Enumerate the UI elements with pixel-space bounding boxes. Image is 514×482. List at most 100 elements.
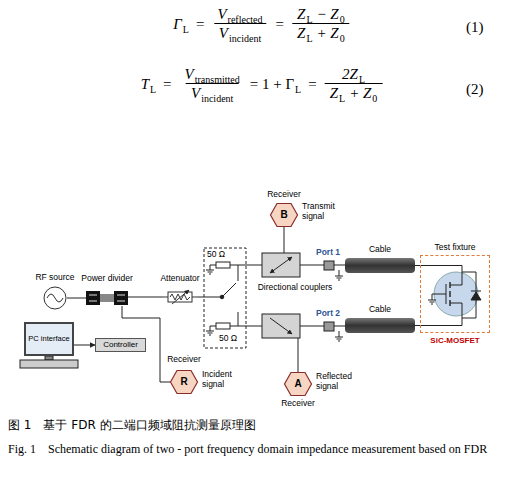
node-text: A (284, 372, 312, 396)
equation-term: L (150, 84, 156, 95)
switch-box (204, 248, 246, 348)
equation-term: V (185, 66, 194, 83)
equation-term: = (196, 16, 204, 33)
equation-term: = (163, 76, 171, 93)
equation-term: T (141, 76, 149, 93)
equation-term: 2Z (342, 66, 358, 83)
node-label: Receiver (167, 355, 201, 365)
diode-symbol (471, 292, 481, 300)
equation: ΓL=VreflectedVincident=ZL− Z0ZL+ Z0 (171, 6, 352, 42)
node-shape (43, 286, 67, 310)
symbol: TL (141, 76, 156, 93)
symbol: − Z0 (316, 6, 344, 23)
node-label: PC interface (26, 324, 72, 354)
node-label: Receiver (267, 190, 301, 200)
node-label: Cable (369, 305, 391, 315)
node-shape (163, 289, 197, 305)
gate-symbol (432, 284, 446, 304)
wire (197, 297, 222, 298)
pc-keyboard (20, 360, 78, 368)
equation-term: + Z (316, 25, 338, 42)
equation-term: − Z (316, 6, 338, 23)
channel-symbol (449, 282, 450, 306)
port-connector (324, 322, 334, 331)
coupler-arrow (270, 257, 292, 273)
coupler-arrow (270, 257, 292, 273)
equation-term: = 1 + Γ (250, 76, 294, 93)
symbol: ZL (297, 6, 312, 23)
coupler-arrow (270, 318, 292, 334)
port-label: Port 2 (316, 309, 340, 319)
equation-term: + Z (349, 85, 371, 102)
equation-term: 0 (340, 33, 345, 44)
switch-blade (222, 283, 236, 297)
receiver: ReceiverAReflected signal (284, 372, 312, 396)
switch-contact (238, 265, 239, 326)
equation-number: (2) (466, 81, 484, 98)
connector (67, 298, 86, 299)
test-fixture: Test fixtureSiC-MOSFET (420, 255, 490, 333)
cable: Cable (345, 258, 415, 273)
node-text: R (170, 370, 198, 394)
symbol: ΓL (173, 16, 189, 33)
node-label: Controller (96, 339, 145, 351)
symbol: + Z0 (349, 85, 377, 102)
equation-term: reflected (228, 14, 263, 25)
node-label: RF source (35, 273, 74, 283)
equation-term: V (217, 6, 226, 23)
node-text: Reflected signal (316, 372, 362, 392)
port-label: Port 1 (316, 248, 340, 258)
equation-term: L (295, 84, 301, 95)
equation-term: L (306, 33, 312, 44)
equation-term: = (308, 76, 316, 93)
equation-term: Z (297, 25, 305, 42)
equation-term: L (339, 93, 345, 104)
caption-english: Fig. 1 Schematic diagram of two - port f… (8, 441, 506, 457)
equation-term: 0 (340, 14, 345, 25)
equation-term: Z (297, 6, 305, 23)
pc-stand (45, 356, 53, 360)
coupler-box (262, 314, 300, 338)
fraction: ZL− Z0ZL+ Z0 (292, 6, 350, 42)
fraction: 2ZLZL+ Z0 (325, 66, 383, 102)
receiver: ReceiverBTransmit signal (270, 203, 298, 227)
node-label: Power divider (81, 274, 133, 284)
equation-number: (1) (466, 19, 484, 36)
wire (284, 227, 285, 253)
attenuator: Attenuator (163, 289, 197, 305)
receiver: ReceiverRIncident signal (170, 370, 198, 394)
node-label: Test fixture (434, 243, 475, 253)
ground-symbol (335, 270, 343, 280)
node-label: Receiver (281, 399, 315, 409)
wire (238, 265, 262, 326)
resistor-symbol (216, 323, 230, 329)
fraction: VtransmittedVincident (180, 66, 245, 102)
symbol: 2ZL (342, 66, 365, 83)
equation-term: L (359, 74, 365, 85)
node-shape (86, 290, 128, 306)
ground-symbol (335, 331, 343, 341)
equation: TL=VtransmittedVincident= 1 + ΓL=2ZLZL+ … (139, 66, 386, 102)
ground-symbol (428, 294, 436, 304)
wire (421, 266, 462, 326)
controller: Controller (95, 338, 146, 352)
connector (74, 345, 95, 346)
equation-term: incident (229, 33, 261, 44)
wire (300, 265, 345, 326)
equation-term: L (183, 24, 189, 35)
equation-term: V (219, 25, 228, 42)
node-text: SiC-MOSFET (430, 336, 479, 345)
component-label: Directional couplers (258, 283, 333, 293)
node-label: Cable (369, 245, 391, 255)
resistor-symbol (216, 262, 230, 268)
symbol: + Z0 (316, 25, 344, 42)
equation-term: = (276, 16, 284, 33)
node-label: Attenuator (160, 274, 199, 284)
equation-term: Z (330, 85, 338, 102)
node-text: Incident signal (202, 370, 242, 390)
power-divider: Power divider (86, 290, 128, 306)
port-connector (324, 261, 334, 270)
caption: 图 1 基于 FDR 的二端口频域阻抗测量原理图 (8, 419, 256, 433)
diode-symbol (471, 291, 481, 292)
